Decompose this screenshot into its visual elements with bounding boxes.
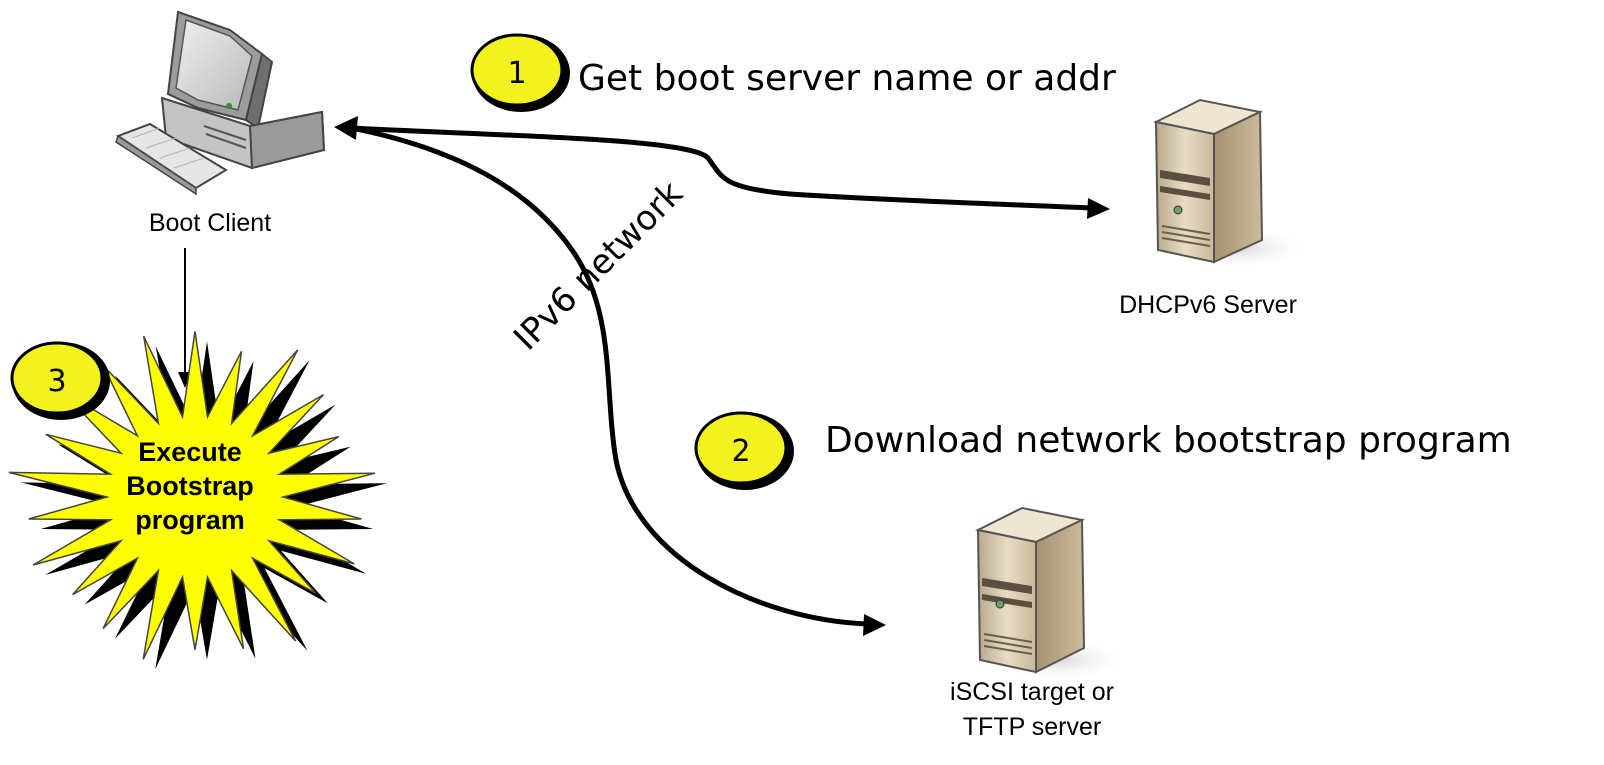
step-1-text: Get boot server name or addr (578, 58, 1116, 99)
boot-client-label: Boot Client (149, 209, 271, 237)
download-arrow (351, 125, 886, 636)
dhcp-exchange-arrow (334, 116, 1110, 219)
dhcp-server-label: DHCPv6 Server (1119, 291, 1297, 319)
step-3-badge: 3 (10, 341, 110, 420)
step-2-text: Download network bootstrap program (825, 420, 1512, 461)
desktop-computer-icon (115, 10, 326, 196)
execute-label-line1: Execute (138, 437, 242, 467)
step-2-badge: 2 (694, 411, 794, 490)
execute-starburst (8, 331, 388, 670)
step-1-number: 1 (507, 56, 526, 91)
execute-label-line2: Bootstrap (126, 471, 254, 501)
tftp-server-label-line2: TFTP server (963, 713, 1101, 741)
step-1-badge: 1 (470, 33, 570, 112)
tower-server-icon (974, 506, 1130, 682)
tftp-server-label-line1: iSCSI target or (950, 678, 1114, 706)
execute-label-line3: program (135, 505, 245, 535)
step-2-number: 2 (731, 434, 750, 469)
step-3-number: 3 (47, 364, 66, 399)
ipv6-network-label: IPv6 network (506, 173, 691, 358)
tower-server-icon (1152, 98, 1310, 270)
